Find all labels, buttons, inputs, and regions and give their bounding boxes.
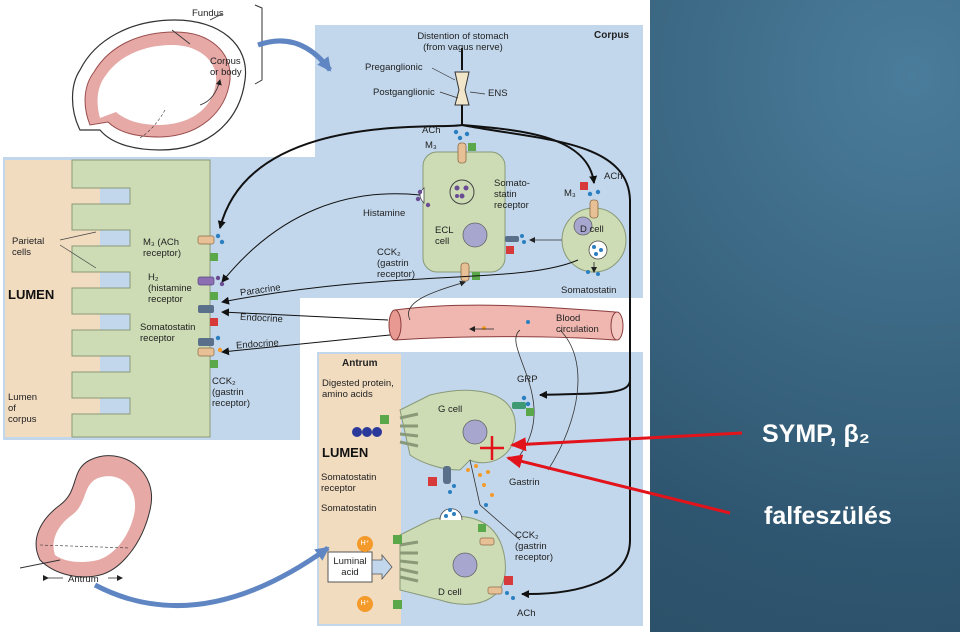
label-luminal-acid: Luminal acid: [333, 556, 367, 578]
label-distention: Distention of stomach (from vagus nerve): [417, 31, 509, 53]
label-somatostatin-receptor-ecl: Somato- statin receptor: [494, 178, 530, 211]
label-cck2-antrum: CCK₂ (gastrin receptor): [515, 530, 554, 563]
top-to-corpus-arrow: [257, 38, 332, 72]
figure-drawing: [3, 4, 643, 626]
label-lumen-antrum: LUMEN: [322, 445, 369, 460]
histamine-paracrine-path: [221, 193, 421, 283]
label-h-plus-2: H⁺: [360, 600, 370, 607]
label-parietal-cells: Parietal cells: [12, 236, 45, 258]
g-cell: [399, 389, 534, 494]
parietal-receptors: [197, 233, 225, 368]
gastrin-dots: [466, 464, 494, 514]
label-digested-protein: Digested protein, amino acids: [322, 378, 394, 400]
gastrin-path: [469, 459, 521, 541]
label-preganglionic: Preganglionic: [365, 62, 423, 73]
label-antrum-d-cell: D cell: [438, 587, 462, 598]
annotation-symp: SYMP, β₂: [762, 420, 870, 448]
label-somatostatin-antrum: Somatostatin: [321, 503, 377, 514]
label-somatostatin-receptor-parietal: Somatostatin receptor: [140, 322, 196, 344]
label-ecl-cell: ECL cell: [435, 225, 454, 247]
luminal-acid: [327, 535, 402, 612]
label-lumen-corpus: LUMEN: [8, 287, 55, 302]
inhibition-cross-mark: [480, 436, 504, 460]
label-histamine: Histamine: [363, 208, 406, 219]
vagus-nerve: [217, 48, 631, 599]
label-corpus-body: Corpus or body: [210, 56, 242, 78]
stomach-top-illustration: [71, 4, 263, 151]
corpus-d-cell: [529, 182, 627, 276]
label-h2-receptor: H₂ (histamine receptor: [148, 272, 192, 305]
bottom-to-antrum-arrow: [93, 545, 330, 609]
ecl-cell: [415, 129, 526, 282]
label-h-plus-1: H⁺: [360, 540, 370, 547]
corpus-title: Corpus: [594, 30, 629, 41]
label-lumen-of-corpus: Lumen of corpus: [8, 392, 38, 425]
label-corpus-d-cell: D cell: [580, 224, 604, 235]
label-fundus: Fundus: [192, 8, 224, 19]
paracrine-path: [221, 259, 579, 305]
label-grp: GRP: [517, 374, 538, 385]
gastrin-circulation-loop: [547, 329, 579, 471]
label-somatostatin-corpus: Somatostatin: [561, 285, 617, 296]
label-postganglionic: Postganglionic: [373, 87, 435, 98]
label-m3-receptor: M₃ (ACh receptor): [143, 237, 182, 259]
label-blood-circulation: Blood circulation: [556, 313, 599, 335]
label-antrum-stomach: Antrum: [68, 574, 99, 585]
amino-acids: [352, 415, 389, 437]
blood-vessel: [388, 304, 624, 341]
endocrine-path-1: [221, 308, 389, 321]
label-ach-d: ACh: [604, 171, 623, 182]
label-g-cell: G cell: [438, 404, 463, 415]
label-m3-top: M₃: [425, 140, 437, 151]
label-gastrin: Gastrin: [509, 477, 540, 488]
label-cck2-ecl: CCK₂ (gastrin receptor): [377, 247, 416, 280]
label-ens: ENS: [488, 88, 508, 99]
endocrine-path-2: [221, 334, 391, 356]
stomach-bottom-illustration: [19, 455, 152, 581]
physiology-figure: Fundus Corpus or body Corpus Distention …: [3, 4, 643, 626]
label-ach-top: ACh: [422, 125, 441, 136]
annotation-stretch: falfeszülés: [764, 502, 892, 530]
label-m3-d: M₃: [564, 188, 576, 199]
antrum-title: Antrum: [342, 358, 378, 369]
antrum-d-cell: [399, 508, 515, 605]
vessel-to-ecl-loop: [408, 280, 466, 321]
label-ach-antrum: ACh: [517, 608, 536, 619]
parietal-cells-shape: [71, 159, 211, 438]
label-cck2-parietal: CCK₂ (gastrin receptor): [212, 376, 251, 409]
label-somatostatin-receptor-antrum: Somatostatin receptor: [321, 472, 377, 494]
label-endocrine-1: Endocrine: [239, 311, 284, 326]
